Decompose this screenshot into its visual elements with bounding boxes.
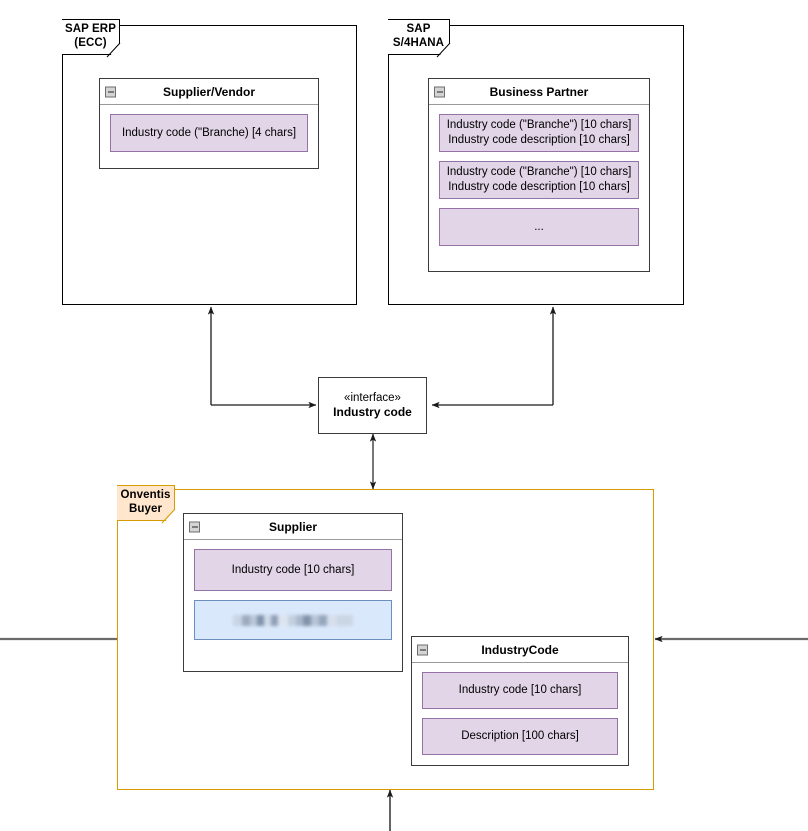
minus-box-icon[interactable] <box>434 86 445 97</box>
package-label-sap-erp-ecc: SAP ERP (ECC) <box>62 19 120 55</box>
uml-class-header-supplier: Supplier <box>184 514 402 540</box>
redacted-text-icon <box>233 614 353 626</box>
package-label-onventis-buyer: Onventis Buyer <box>117 485 175 521</box>
uml-class-body-business-partner: Industry code ("Branche") [10 chars] Ind… <box>429 105 649 256</box>
uml-class-header-industrycode: IndustryCode <box>412 637 628 663</box>
attribute-text: ... <box>534 220 544 233</box>
package-label-sap-s4hana: SAP S/4HANA <box>388 19 450 55</box>
attribute-text: Industry code [10 chars] <box>458 684 582 696</box>
attribute-row[interactable]: Industry code ("Branche") [10 chars] Ind… <box>439 161 639 199</box>
uml-class-title: IndustryCode <box>481 642 559 657</box>
interface-stereotype: «interface» <box>344 392 401 404</box>
minus-box-icon[interactable] <box>105 86 116 97</box>
attribute-text: Industry code description [10 chars] <box>448 134 630 146</box>
minus-box-icon[interactable] <box>189 521 200 532</box>
attribute-row[interactable]: Industry code ("Branche) [4 chars] <box>110 114 308 152</box>
uml-class-body-supplier-vendor: Industry code ("Branche) [4 chars] <box>100 105 318 162</box>
attribute-text: Industry code [10 chars] <box>231 563 355 576</box>
uml-class-header-supplier-vendor: Supplier/Vendor <box>100 79 318 105</box>
interface-name: Industry code <box>333 405 412 419</box>
connector-ecc-interface <box>207 306 317 409</box>
attribute-row[interactable]: Industry code [10 chars] <box>422 672 618 709</box>
uml-class-supplier[interactable]: Supplier Industry code [10 chars] <box>183 513 403 672</box>
attribute-row[interactable]: Industry code [10 chars] <box>194 549 392 591</box>
attribute-row[interactable]: Industry code ("Branche") [10 chars] Ind… <box>439 114 639 152</box>
uml-class-body-industrycode: Industry code [10 chars] Description [10… <box>412 663 628 765</box>
attribute-row-redacted[interactable] <box>194 600 392 640</box>
minus-box-icon[interactable] <box>417 644 428 655</box>
attribute-text: Industry code ("Branche") [10 chars] <box>446 119 632 131</box>
uml-class-header-business-partner: Business Partner <box>429 79 649 105</box>
uml-class-title: Supplier/Vendor <box>162 84 255 99</box>
uml-class-industrycode[interactable]: IndustryCode Industry code [10 chars] De… <box>411 636 629 766</box>
attribute-text: Description [100 chars] <box>461 730 579 742</box>
uml-class-supplier-vendor[interactable]: Supplier/Vendor Industry code ("Branche)… <box>99 78 319 169</box>
attribute-text: Industry code ("Branche") [10 chars] <box>446 166 632 178</box>
connector-s4hana-interface <box>431 306 557 409</box>
uml-class-business-partner[interactable]: Business Partner Industry code ("Branche… <box>428 78 650 272</box>
attribute-row[interactable]: ... <box>439 208 639 246</box>
uml-class-title: Supplier <box>268 519 317 534</box>
interface-node-industry-code[interactable]: «interface» Industry code <box>318 377 427 434</box>
uml-class-title: Business Partner <box>489 84 589 99</box>
attribute-row[interactable]: Description [100 chars] <box>422 718 618 755</box>
uml-class-body-supplier: Industry code [10 chars] <box>184 540 402 650</box>
attribute-text: Industry code ("Branche) [4 chars] <box>121 126 297 139</box>
attribute-text: Industry code description [10 chars] <box>448 181 630 193</box>
